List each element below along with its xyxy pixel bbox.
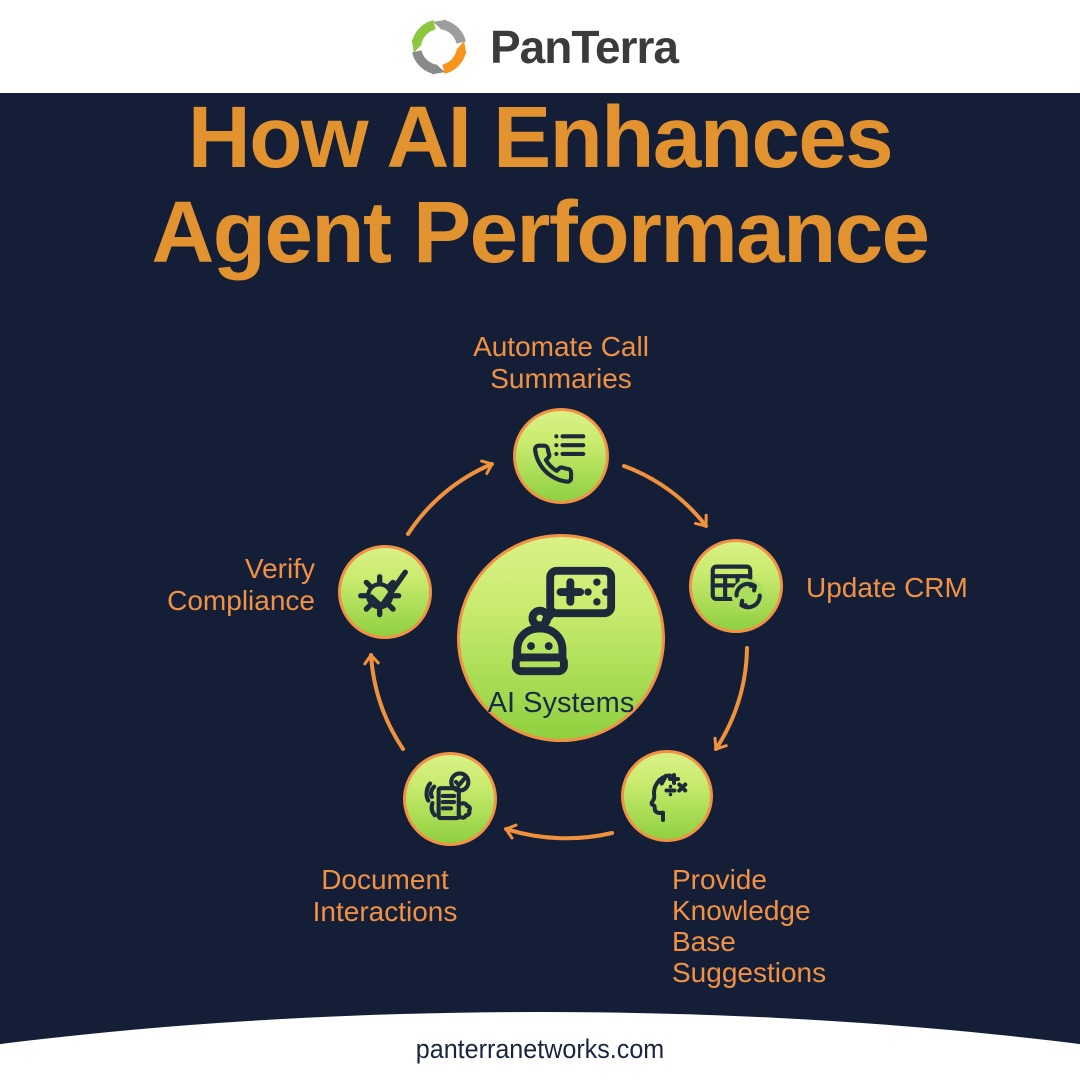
gear-checkmark-icon	[358, 569, 408, 618]
logo-arc-gray-2	[412, 49, 445, 74]
title-line-1: How AI Enhances	[187, 89, 894, 186]
logo-arc-orange	[441, 40, 467, 74]
node-update-crm	[689, 539, 783, 633]
document-hands-check-icon	[424, 771, 472, 821]
phone-list-icon	[533, 434, 586, 484]
node-verify-compliance	[338, 545, 432, 639]
label-automate-call-summaries: Automate Call Summaries	[473, 331, 649, 394]
label-document-interactions: Document Interactions	[312, 864, 458, 927]
robot-ai-panel-icon	[511, 566, 616, 675]
logo-arc-green	[411, 19, 436, 53]
website-url: panterranetworks.com	[415, 1034, 665, 1064]
arrow-document-to-verify	[363, 653, 405, 751]
arrow-knowledge-to-document	[504, 823, 614, 841]
logo-arc-gray-1	[433, 19, 466, 44]
center-node-label: AI Systems	[487, 686, 635, 719]
node-automate-call-summaries	[513, 408, 609, 504]
title-line-2: Agent Performance	[151, 184, 930, 281]
head-math-icon	[649, 772, 688, 822]
node-document-interactions	[403, 752, 497, 846]
label-verify-compliance: Verify Compliance	[167, 553, 315, 616]
brand-name: PanTerra	[489, 20, 679, 73]
label-provide-knowledge-base-suggestions: Provide Knowledge Base Suggestions	[672, 864, 827, 988]
header-bar: PanTerra	[0, 0, 1080, 93]
center-node-ai-systems: AI Systems	[457, 534, 665, 742]
panterra-logo-icon	[411, 19, 467, 74]
arrow-update-to-knowledge	[713, 646, 749, 751]
node-provide-knowledge-base-suggestions	[621, 750, 713, 842]
crm-table-refresh-icon	[710, 564, 765, 613]
arrow-automate-to-update	[622, 464, 708, 528]
label-update-crm: Update CRM	[806, 572, 968, 603]
page-title: How AI Enhances Agent Performance	[0, 90, 1080, 280]
arrow-verify-to-automate	[406, 459, 494, 536]
